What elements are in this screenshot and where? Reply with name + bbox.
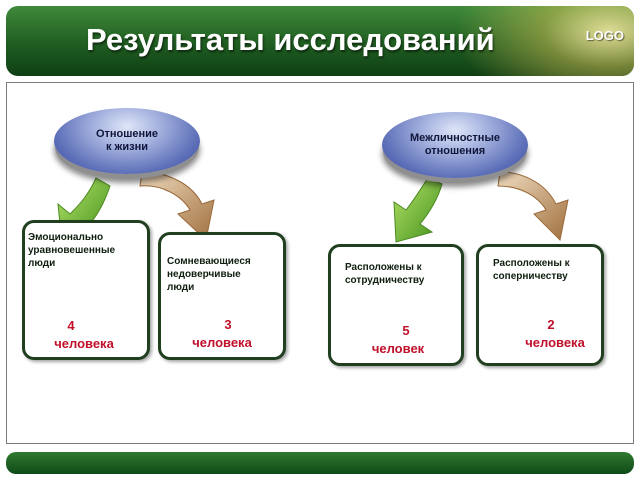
result-box-cooperation: Расположены к сотрудничеству 5 человек <box>328 244 464 366</box>
box-count: 2 <box>547 317 555 332</box>
header-glow-decoration <box>454 6 634 76</box>
result-box-emotionally-balanced: Эмоционально уравновешенные люди 4 челов… <box>22 220 150 360</box>
box-description: Эмоционально уравновешенные люди <box>28 232 116 269</box>
logo: LOGO <box>585 28 624 43</box>
box-count: 3 <box>224 317 232 332</box>
curved-arrow-green-right <box>393 177 443 243</box>
curved-arrow-tan-left <box>139 171 215 241</box>
ellipse-attitude-to-life: Отношение к жизни <box>54 108 200 174</box>
box-unit: человека <box>54 336 114 351</box>
box-count: 5 <box>402 323 410 338</box>
page-title: Результаты исследований <box>86 22 495 57</box>
footer-bar <box>6 452 634 474</box>
box-description: Расположены к соперничеству <box>493 258 570 282</box>
box-unit: человека <box>192 335 252 350</box>
result-box-doubtful-distrustful: Сомневающиеся недоверчивые люди 3 челове… <box>158 232 286 360</box>
box-description: Расположены к сотрудничеству <box>345 262 425 286</box>
ellipse-label: Межличностные отношения <box>410 132 500 157</box>
box-unit: человек <box>371 341 425 356</box>
curved-arrow-tan-right <box>497 171 569 242</box>
ellipse-label: Отношение к жизни <box>95 128 159 153</box>
header-banner: Результаты исследований LOGO <box>6 6 634 76</box>
box-count: 4 <box>67 318 75 333</box>
box-unit: человека <box>525 335 585 350</box>
box-description: Сомневающиеся недоверчивые люди <box>167 256 251 293</box>
ellipse-interpersonal-relations: Межличностные отношения <box>382 112 528 178</box>
result-box-rivalry: Расположены к соперничеству 2 человека <box>476 244 604 366</box>
